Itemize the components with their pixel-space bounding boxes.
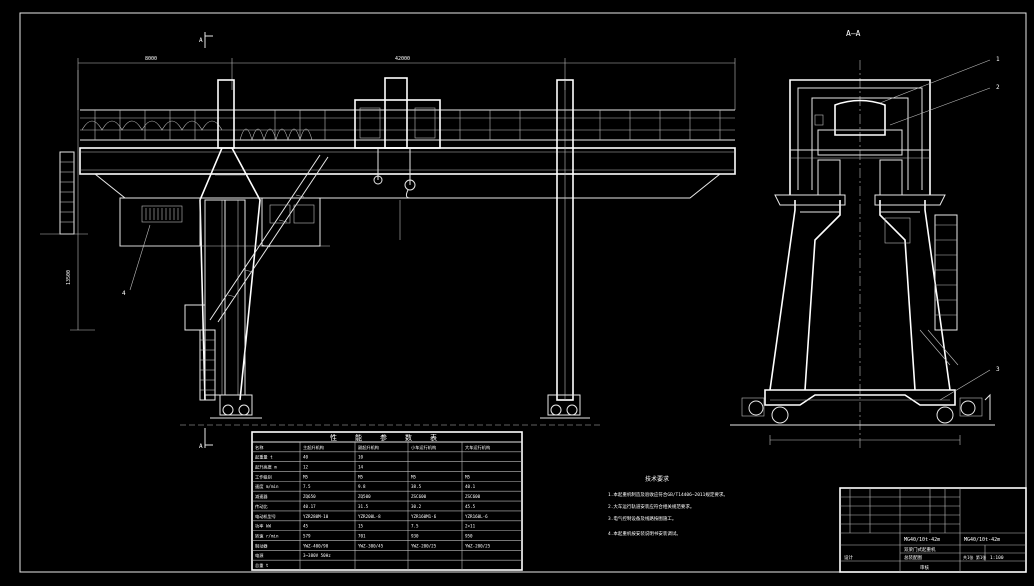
table-cell: YWZ-200/25 — [411, 543, 437, 548]
table-cell: 7.5 — [303, 484, 311, 489]
notes-title: 技术要求 — [645, 475, 669, 483]
table-header-cell: 大车运行机构 — [465, 444, 490, 451]
checker-label: 审核 — [920, 564, 929, 571]
table-cell: 40.17 — [303, 504, 316, 509]
title-line-1: 双梁门式起重机 — [904, 546, 936, 553]
scale-value: 1:100 — [990, 555, 1004, 561]
table-cell: M5 — [411, 474, 417, 479]
table-cell: ZQ500 — [358, 494, 371, 499]
table-cell: 3~380V 50Hz — [303, 553, 331, 558]
table-cell: YWZ-200/25 — [465, 543, 491, 548]
table-header-cell: 主起升机构 — [303, 444, 324, 451]
sheet-count: 共1张 第1张 — [963, 554, 986, 560]
drawing-number-left: MG40/10t-42m — [904, 537, 940, 543]
table-cell: 电动机型号 — [255, 513, 276, 520]
table-cell: ZSC600 — [465, 494, 481, 499]
drawing-number-right: MG40/10t-42m — [964, 537, 1000, 543]
designer-label: 设计 — [844, 554, 853, 561]
table-cell: 31.5 — [358, 504, 369, 509]
table-cell: YWZ-400/90 — [303, 543, 329, 548]
front-elevation: 42000 8000 13500 — [40, 32, 736, 450]
table-cell: YZR160M1-6 — [411, 514, 437, 519]
table-cell: 功率 kW — [255, 523, 271, 530]
note-1: 1.本起重机制造及验收应符合GB/T14406—2011规定要求。 — [608, 491, 728, 498]
title-line-2: 总装配图 — [904, 554, 922, 561]
callout-1: 1 — [996, 56, 1000, 63]
table-cell: YWZ-300/45 — [358, 543, 384, 548]
note-2: 2.大车运行轨道安装应符合相关规范要求。 — [608, 503, 694, 510]
table-cell: 40.1 — [465, 484, 476, 489]
table-cell: YZR160L-6 — [465, 514, 488, 519]
table-cell: 701 — [358, 533, 366, 538]
table-cell: 950 — [465, 533, 473, 538]
table-cell: 9.8 — [358, 484, 366, 489]
table-cell: 930 — [411, 533, 419, 538]
table-cell: 579 — [303, 533, 311, 538]
table-cell: 7.5 — [411, 524, 419, 529]
table-cell: 工作级别 — [255, 473, 272, 480]
table-header-cell: 小车运行机构 — [411, 444, 436, 451]
table-cell: ZQ650 — [303, 494, 316, 499]
table-cell: 转速 r/min — [255, 532, 279, 539]
technical-notes: 技术要求 1.本起重机制造及验收应符合GB/T14406—2011规定要求。 2… — [608, 475, 728, 537]
table-cell: 40 — [303, 455, 309, 460]
note-4: 4.本起重机按安装说明书安装调试。 — [608, 530, 681, 537]
table-cell: 速度 m/min — [255, 483, 279, 490]
callout-3: 3 — [996, 366, 1000, 373]
cut-mark-top: A — [199, 37, 203, 44]
table-cell: 38.5 — [411, 484, 422, 489]
note-3: 3.电气控制设备及线路按图施工。 — [608, 515, 676, 522]
table-cell: 减速器 — [255, 493, 268, 500]
table-cell: M5 — [303, 474, 309, 479]
cut-mark-bottom: A — [199, 443, 203, 450]
params-table-title: 性能参数表 — [330, 433, 455, 442]
table-cell: 起升高度 m — [255, 464, 277, 471]
cantilever-dimension-left: 8000 — [145, 56, 157, 62]
span-dimension: 42000 — [395, 56, 410, 62]
table-cell: M5 — [358, 474, 364, 479]
table-cell: 传动比 — [255, 503, 268, 510]
table-cell: 制动器 — [255, 542, 268, 549]
table-header-cell: 副起升机构 — [358, 444, 379, 451]
table-cell: YZR280M-10 — [303, 514, 329, 519]
table-cell: 30.2 — [411, 504, 422, 509]
table-cell: 电源 — [255, 552, 264, 559]
section-label: A—A — [846, 29, 861, 38]
table-cell: 起重量 t — [255, 454, 273, 461]
height-dimension: 13500 — [66, 270, 72, 285]
table-cell: 14 — [358, 465, 364, 470]
table-cell: M5 — [465, 474, 471, 479]
title-block: MG40/10t-42m MG40/10t-42m 双梁门式起重机 总装配图 1… — [839, 487, 1027, 573]
table-cell: 10 — [358, 455, 364, 460]
table-cell: 2×11 — [465, 524, 476, 529]
table-cell: ZSC600 — [411, 494, 427, 499]
table-cell: 45 — [303, 524, 309, 529]
table-cell: 12 — [303, 465, 309, 470]
callout-4: 4 — [122, 290, 126, 297]
callout-2: 2 — [996, 84, 1000, 91]
table-cell: 45.5 — [465, 504, 476, 509]
table-cell: 15 — [358, 524, 364, 529]
sheet-border — [19, 12, 1027, 573]
table-cell: 总重 t — [255, 562, 269, 568]
side-view-a-a: A—A — [730, 29, 1000, 450]
table-header-cell: 名称 — [255, 444, 263, 451]
table-cell: YZR200L-8 — [358, 514, 381, 519]
